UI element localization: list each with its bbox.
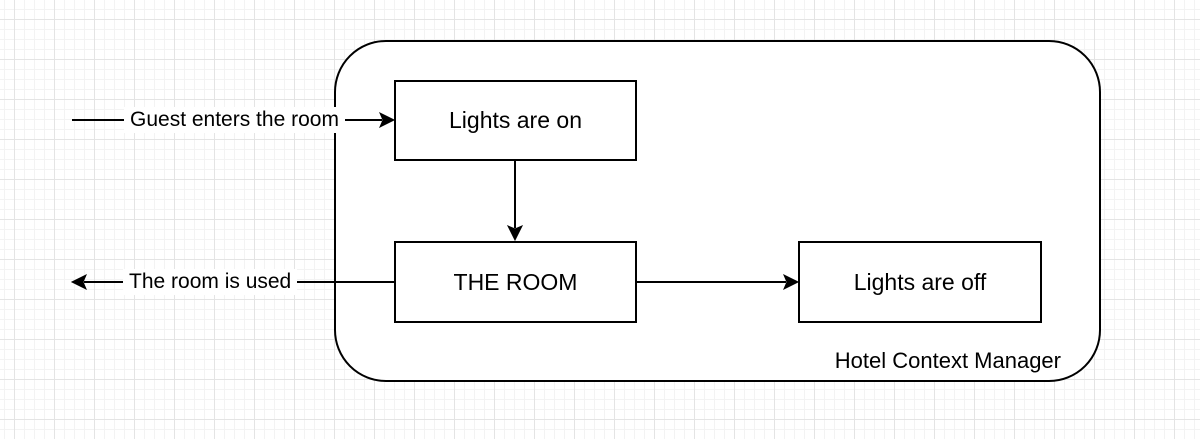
edge-label-guest-enters: Guest enters the room: [124, 107, 345, 133]
arrowhead-guest-enters: [379, 111, 396, 129]
edge-label-room-used: The room is used: [123, 269, 298, 295]
container-label: Hotel Context Manager: [834, 348, 1061, 373]
arrowhead-room-to-lights-off: [783, 273, 800, 291]
node-lights-on-label: Lights are on: [449, 107, 582, 133]
arrowhead-room-used: [70, 273, 87, 291]
node-the-room[interactable]: THE ROOM: [394, 241, 637, 323]
node-lights-on[interactable]: Lights are on: [394, 80, 637, 161]
node-the-room-label: THE ROOM: [453, 268, 578, 295]
arrowhead-lights-on-to-room: [506, 225, 524, 242]
node-lights-off-label: Lights are off: [853, 268, 987, 295]
node-lights-off[interactable]: Lights are off: [798, 241, 1042, 323]
